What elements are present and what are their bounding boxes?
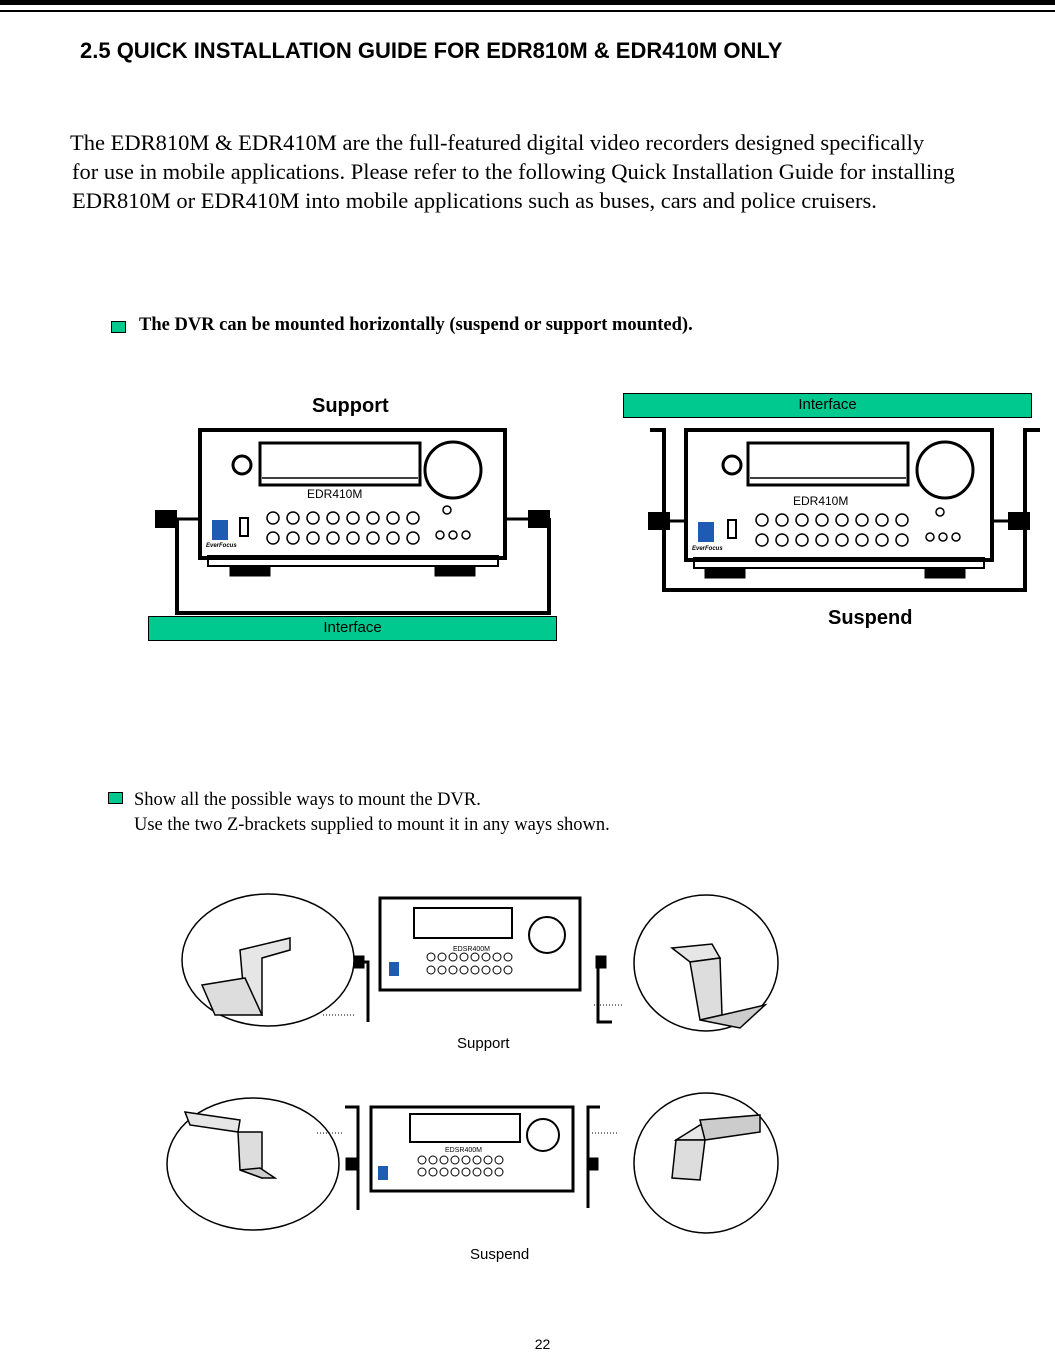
support-small-model: EDSR400M (453, 946, 490, 953)
top-rule-thin (0, 10, 1055, 12)
intro-line-2: for use in mobile applications. Please r… (72, 159, 955, 184)
suspend-model-label: EDR410M (793, 494, 848, 508)
support-caption: Support (457, 1035, 510, 1052)
interface-bar-bottom: Interface (148, 616, 557, 641)
support-model-label: EDR410M (307, 487, 362, 501)
suspend-brand-label: EverFocus (692, 546, 723, 552)
page-number: 22 (534, 1336, 551, 1352)
support-label: Support (312, 395, 389, 417)
section-title: 2.5 QUICK INSTALLATION GUIDE FOR EDR810M… (80, 38, 783, 63)
suspend-label: Suspend (828, 607, 913, 629)
ways-line-2: Use the two Z-brackets supplied to mount… (134, 815, 610, 835)
interface-bar-top: Interface (623, 393, 1032, 418)
suspend-caption: Suspend (470, 1246, 530, 1263)
bullet-ways-text: Show all the possible ways to mount the … (134, 788, 610, 838)
suspend-small-model: EDSR400M (445, 1147, 482, 1154)
intro-paragraph: The EDR810M & EDR410M are the full-featu… (70, 128, 955, 215)
support-brand-label: EverFocus (206, 543, 237, 549)
intro-line-3: EDR810M or EDR410M into mobile applicati… (72, 188, 877, 213)
bullet-square-icon (111, 321, 126, 333)
top-rule-thick (0, 0, 1055, 5)
bullet-square-icon-2 (108, 792, 123, 804)
bullet-mounting-text: The DVR can be mounted horizontally (sus… (139, 315, 693, 335)
intro-line-1: The EDR810M & EDR410M are the full-featu… (70, 130, 925, 155)
ways-line-1: Show all the possible ways to mount the … (134, 790, 481, 810)
